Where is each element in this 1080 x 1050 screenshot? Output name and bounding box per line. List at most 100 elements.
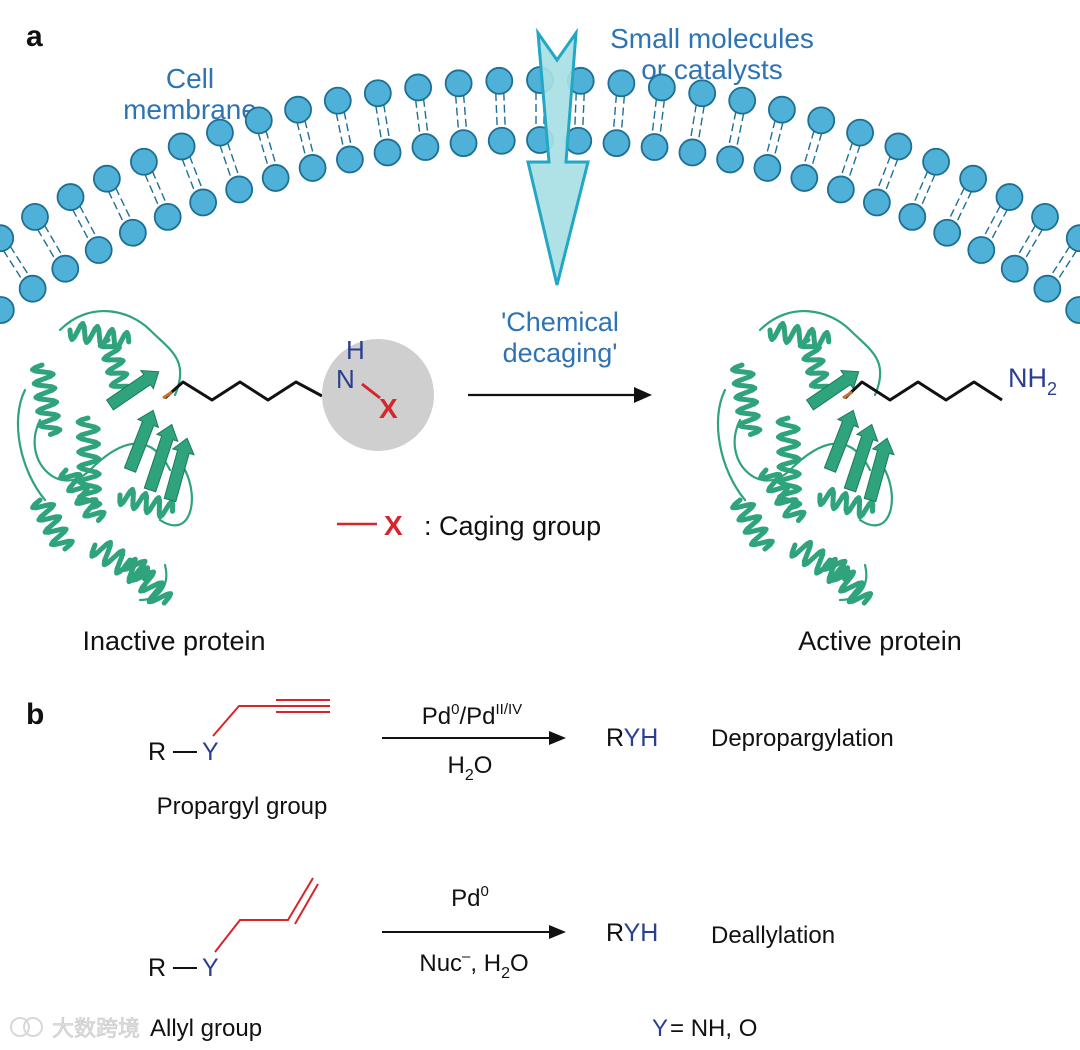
lipid-tail — [920, 174, 936, 208]
lipid-tail — [257, 132, 270, 168]
lipid-head — [728, 86, 757, 115]
active-protein-structure — [716, 309, 895, 606]
alpha-helix — [58, 467, 107, 523]
allyl-chain — [214, 877, 314, 953]
allyl-group-label: Allyl group — [150, 1015, 262, 1042]
lipid-tail — [36, 228, 57, 261]
lipid-tail — [1056, 250, 1078, 282]
alpha-helix — [75, 415, 103, 511]
lipid-head — [1000, 254, 1029, 283]
rxn2-name: Deallylation — [711, 922, 835, 949]
beta-strand — [863, 437, 895, 503]
lipid-head — [92, 164, 121, 193]
coil-loop — [758, 309, 882, 397]
lipid-tail — [462, 94, 468, 131]
lipid-tail — [727, 111, 737, 148]
alpha-helix — [775, 415, 803, 511]
lipid-head — [1031, 202, 1059, 231]
membrane-label-line1: Cell — [166, 63, 214, 94]
lysine-side-chain-caged — [164, 380, 323, 402]
coil-loop — [858, 468, 893, 527]
lipid-tail — [422, 98, 429, 135]
lipid-head — [647, 73, 676, 102]
lipid-tail — [735, 113, 745, 149]
lysine-attachment-mark — [162, 390, 173, 400]
lipid-tail — [1049, 245, 1071, 277]
lipid-tail — [840, 142, 854, 178]
lipid-head — [336, 145, 364, 174]
lipid-tail — [454, 95, 460, 132]
lipid-head — [678, 138, 707, 167]
rxn1-reagent-top: Pd0/PdII/IV — [422, 701, 522, 730]
lipid-tail — [414, 99, 421, 136]
allyl-reaction: R Y Allyl group Pd0 Nuc–, H2O RYH Deally… — [148, 877, 835, 1042]
lipid-tail — [226, 142, 240, 178]
lipid-tail — [659, 99, 666, 136]
lipid-tail — [803, 130, 815, 166]
lipid-tail — [989, 209, 1008, 242]
coil-loop — [716, 388, 747, 502]
lipid-tail — [612, 94, 618, 131]
lipid-tail — [72, 209, 91, 242]
lipid-head — [411, 133, 440, 161]
lipid-head — [51, 254, 80, 283]
lipid-head — [449, 129, 478, 158]
lipid-tail — [876, 155, 891, 191]
watermark-text: 大数跨境 — [52, 1016, 140, 1041]
lipid-head — [933, 218, 962, 247]
lipid-head — [0, 224, 15, 253]
allyl-r: R — [148, 954, 166, 982]
propargyl-y: Y — [202, 738, 219, 766]
decaging-arrow-head — [634, 387, 652, 403]
lipid-head — [206, 118, 234, 147]
coil-loop — [158, 468, 193, 527]
lipid-tail — [375, 105, 383, 142]
lipid-tail — [335, 113, 345, 149]
alpha-helix — [121, 557, 174, 606]
lipid-head — [363, 79, 392, 108]
lipid-head — [959, 164, 988, 193]
molecules-label-line1: Small molecules — [610, 23, 814, 54]
propargyl-reaction: R Y Propargyl group Pd0/PdII/IV H2O RYH … — [148, 699, 894, 820]
rxn2-reagent-bottom: Nuc–, H2O — [419, 948, 528, 982]
rxn1-reagent-bottom: H2O — [448, 752, 493, 784]
watermark: 大数跨境 — [10, 1016, 140, 1041]
lipid-head — [21, 202, 49, 231]
y-definition: Y= NH, O — [652, 1015, 757, 1042]
lipid-tail — [304, 120, 315, 156]
lipid-head — [640, 133, 669, 161]
lipid-head — [884, 132, 913, 161]
product-amine: NH2 — [1008, 363, 1057, 399]
lipid-tail — [689, 104, 697, 141]
lipid-tail — [189, 155, 204, 191]
lipid-tail — [1016, 224, 1037, 257]
lipid-tail — [982, 205, 1001, 238]
lipid-head — [373, 138, 402, 167]
lipid-tail — [912, 170, 929, 205]
lipid-tail — [151, 170, 168, 205]
reaction-label-line1: 'Chemical — [501, 307, 619, 337]
reaction-label-line2: decaging' — [503, 338, 618, 368]
lipid-head — [130, 147, 158, 176]
lipid-tail — [79, 205, 98, 238]
rxn1-product: RYH — [606, 724, 658, 752]
lipid-head — [118, 218, 147, 247]
caging-x: X — [379, 393, 398, 424]
lipid-head — [1065, 296, 1080, 324]
lipid-tail — [810, 132, 823, 168]
coil-loop — [16, 388, 47, 502]
rxn2-product: RYH — [606, 919, 658, 947]
lipid-head — [444, 69, 473, 98]
lipid-tail — [181, 158, 196, 193]
rxn1-arrow-head — [549, 731, 566, 745]
lipid-head — [862, 188, 891, 217]
lipid-head — [716, 145, 744, 174]
caging-bond — [361, 382, 381, 400]
lipid-tail — [265, 130, 277, 166]
lipid-head — [487, 126, 516, 155]
lipid-head — [688, 79, 717, 108]
rxn1-name: Depropargylation — [711, 725, 894, 752]
lipid-head — [602, 129, 631, 158]
alpha-helix — [758, 467, 807, 523]
legend-x: X — [384, 510, 403, 541]
